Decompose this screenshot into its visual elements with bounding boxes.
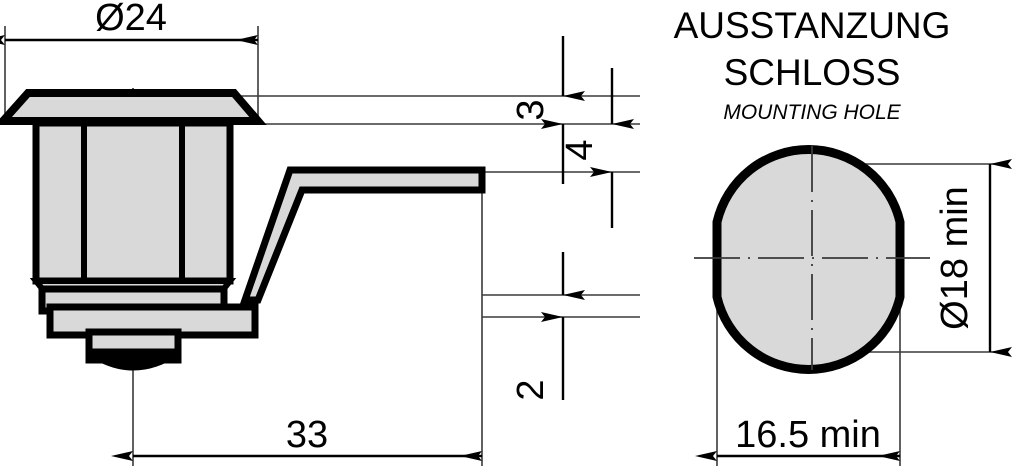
dim-label-dia24: Ø24 <box>95 0 167 39</box>
dim-label-width165min: 16.5 min <box>735 414 881 456</box>
side-view-group: Ø24 3 4 2 33 <box>0 0 640 466</box>
cam-lever-arm <box>240 166 486 304</box>
dim-label-len33: 33 <box>286 414 328 456</box>
lock-barrel <box>32 119 234 285</box>
mounting-hole-center-lines <box>694 146 930 370</box>
dimension-len33: 33 <box>111 414 482 461</box>
lock-flange-head <box>0 89 267 125</box>
mounting-hole-title-de-line1: AUSSTANZUNG <box>674 5 951 46</box>
dimension-dia18min: Ø18 min <box>934 159 1012 357</box>
mounting-hole-title-en: MOUNTING HOLE <box>723 101 901 124</box>
mounting-hole-outline <box>712 145 905 374</box>
spindle-tail-cap <box>85 348 182 371</box>
dimension-h2: 2 <box>510 252 585 401</box>
dimension-dia24: Ø24 <box>0 0 258 45</box>
dim-label-dia18min: Ø18 min <box>934 186 976 330</box>
mounting-hole-title-de-line2: SCHLOSS <box>724 52 901 93</box>
dim-label-h2: 2 <box>510 379 552 400</box>
dimension-h3: 3 <box>510 36 585 184</box>
dimension-width165min: 16.5 min <box>695 414 900 461</box>
lock-body <box>0 89 486 371</box>
dim-label-h4: 4 <box>559 139 601 160</box>
dim-label-h3: 3 <box>510 99 552 120</box>
mounting-hole-view-group: AUSSTANZUNG SCHLOSS MOUNTING HOLE Ø18 mi… <box>674 5 1012 466</box>
dimension-h4: 4 <box>559 68 634 228</box>
